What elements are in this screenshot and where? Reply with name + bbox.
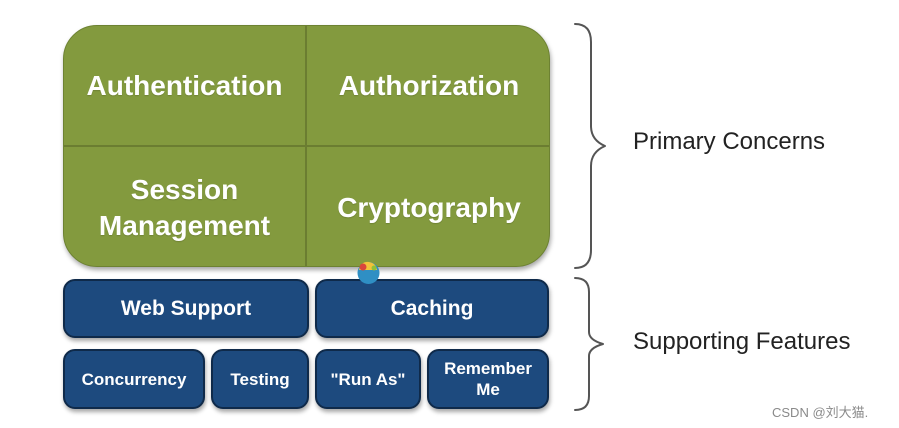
session-management-cell: Session Management (98, 173, 271, 241)
authentication-cell: Authentication (86, 69, 283, 101)
cryptography-cell: Cryptography (337, 191, 521, 223)
horizontal-divider (64, 145, 549, 147)
remember-me-box: Remember Me (427, 349, 549, 409)
concurrency-box: Concurrency (63, 349, 205, 409)
decorative-badge-icon (357, 261, 380, 284)
caching-box: Caching (315, 279, 549, 338)
web-support-box: Web Support (63, 279, 309, 338)
supporting-brace (574, 277, 604, 411)
testing-box: Testing (211, 349, 309, 409)
authorization-cell: Authorization (338, 69, 520, 101)
supporting-features-label: Supporting Features (633, 328, 851, 355)
primary-concerns-block: Authentication Authorization Session Man… (63, 25, 550, 267)
csdn-watermark: CSDN @刘大猫. (772, 405, 869, 420)
primary-concerns-label: Primary Concerns (633, 128, 826, 155)
primary-brace (574, 23, 606, 269)
run-as-box: "Run As" (315, 349, 421, 409)
